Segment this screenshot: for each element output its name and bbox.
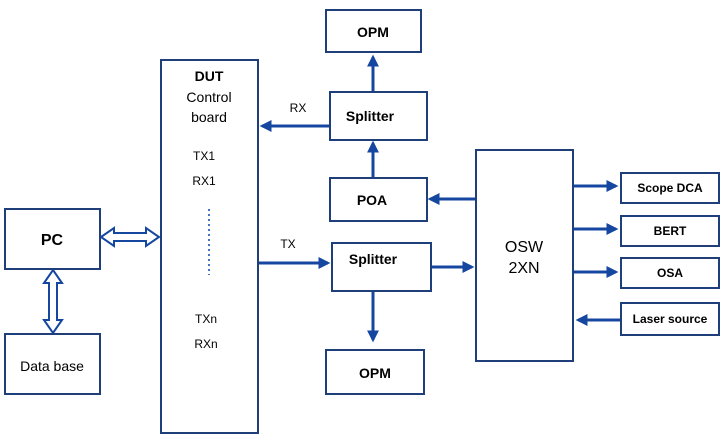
osw-label-line1: OSW bbox=[505, 239, 544, 256]
dut-txn-label: TXn bbox=[195, 312, 217, 326]
bert-label: BERT bbox=[654, 224, 687, 238]
scope-dca-box bbox=[620, 172, 720, 204]
osa-box bbox=[620, 257, 720, 289]
scope-dca-label: Scope DCA bbox=[637, 181, 703, 195]
dut-title: DUT bbox=[195, 68, 224, 84]
poa-label: POA bbox=[357, 192, 387, 208]
double-arrow-pc-database bbox=[42, 268, 64, 335]
pc-label: PC bbox=[41, 232, 64, 249]
splitter-top-label: Splitter bbox=[346, 108, 395, 124]
dut-subtitle-line1: Control bbox=[186, 89, 231, 105]
laser-source-label: Laser source bbox=[633, 312, 708, 326]
tx-label: TX bbox=[280, 237, 295, 251]
dut-box bbox=[160, 59, 259, 434]
dut-rxn-label: RXn bbox=[194, 337, 217, 351]
osw-label-line2: 2XN bbox=[508, 260, 539, 277]
opm-top-box bbox=[325, 9, 422, 53]
double-arrow-pc-dut bbox=[99, 226, 161, 248]
splitter-top-box bbox=[329, 91, 428, 141]
dut-rx1-label: RX1 bbox=[192, 174, 216, 188]
poa-box bbox=[329, 177, 428, 222]
laser-source-box bbox=[620, 302, 720, 336]
database-label: Data base bbox=[20, 358, 84, 374]
rx-label: RX bbox=[290, 101, 307, 115]
opm-bottom-label: OPM bbox=[359, 365, 391, 381]
database-box bbox=[4, 333, 101, 395]
splitter-bottom-box bbox=[331, 242, 432, 292]
opm-top-label: OPM bbox=[357, 24, 389, 40]
dut-subtitle-line2: board bbox=[191, 109, 227, 125]
opm-bottom-box bbox=[325, 349, 425, 395]
splitter-bottom-label: Splitter bbox=[349, 251, 398, 267]
bert-box bbox=[620, 215, 720, 247]
pc-box bbox=[4, 208, 101, 270]
dut-tx1-label: TX1 bbox=[193, 149, 215, 163]
osw-box bbox=[475, 149, 574, 362]
osa-label: OSA bbox=[657, 266, 683, 280]
